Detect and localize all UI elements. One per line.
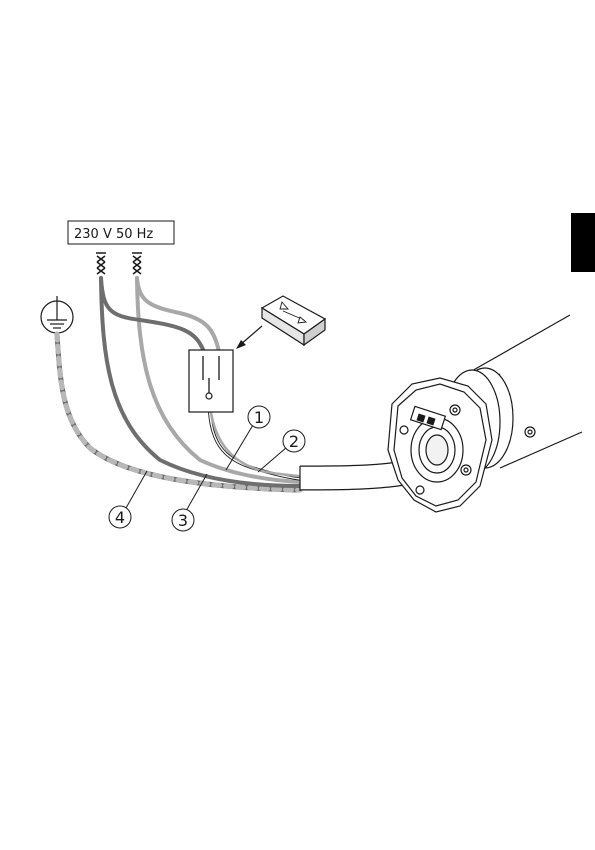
- callout-2: 2: [283, 430, 305, 452]
- supply-label-text: 230 V 50 Hz: [74, 227, 153, 242]
- power-supply-label: 230 V 50 Hz: [68, 221, 174, 244]
- callout-3: 3: [172, 509, 194, 531]
- callout-2-label: 2: [289, 432, 299, 451]
- side-tab: [571, 213, 595, 272]
- left-terminal-icon: [96, 253, 106, 274]
- terminal-connectors: [96, 253, 142, 274]
- callout-1: 1: [248, 406, 270, 428]
- tubular-motor: [388, 315, 582, 512]
- callout-3-label: 3: [178, 511, 188, 530]
- right-terminal-icon: [132, 253, 142, 274]
- wall-switch: [189, 350, 233, 412]
- arrow-icon: [236, 326, 262, 349]
- switch-feed-light: [137, 278, 219, 352]
- rocker-switch-icon: [262, 296, 325, 345]
- callout-4: 4: [109, 506, 131, 528]
- callout-1-label: 1: [254, 408, 264, 427]
- callout-4-label: 4: [115, 508, 125, 527]
- ground-symbol-icon: [41, 296, 73, 333]
- callout-leaders: [126, 425, 287, 511]
